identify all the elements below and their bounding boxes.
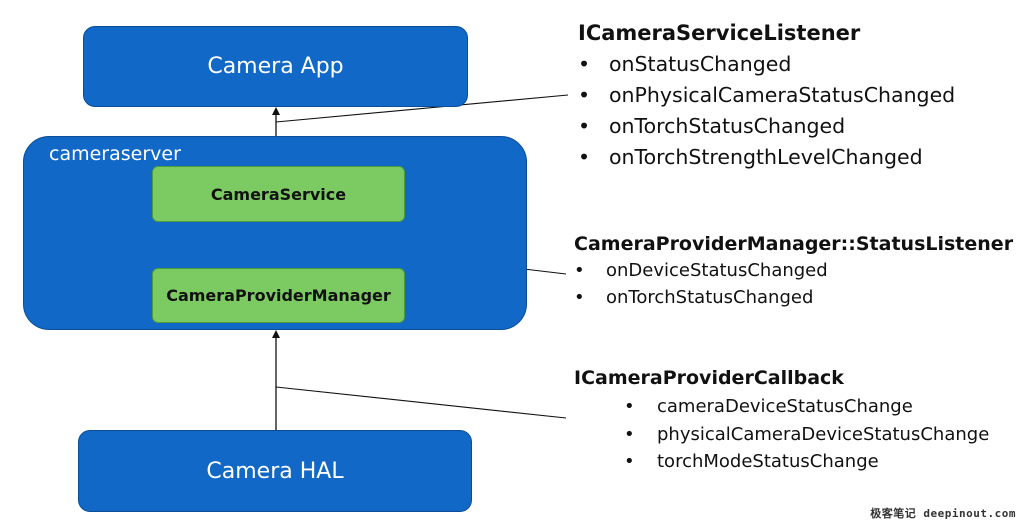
- list-item: onTorchStrengthLevelChanged: [578, 142, 955, 173]
- list-item: torchModeStatusChange: [624, 448, 989, 476]
- cameraserver-label: cameraserver: [49, 143, 181, 165]
- list-item: onDeviceStatusChanged: [574, 257, 1013, 284]
- list-item: cameraDeviceStatusChange: [624, 393, 989, 421]
- list-item: physicalCameraDeviceStatusChange: [624, 421, 989, 449]
- status-listener-panel: CameraProviderManager::StatusListener on…: [574, 232, 1013, 311]
- leader-provider-callback: [275, 386, 567, 419]
- provider-callback-title: ICameraProviderCallback: [574, 367, 844, 389]
- list-item: onTorchStatusChanged: [574, 284, 1013, 311]
- camera-app-label: Camera App: [207, 54, 344, 79]
- status-listener-list: onDeviceStatusChanged onTorchStatusChang…: [574, 257, 1013, 311]
- camera-service-label: CameraService: [210, 184, 347, 204]
- camera-hal-box: Camera HAL: [78, 430, 472, 512]
- leader-service-listener: [275, 94, 569, 123]
- camera-app-box: Camera App: [83, 26, 468, 107]
- provider-callback-list: cameraDeviceStatusChange physicalCameraD…: [624, 393, 989, 476]
- camera-provider-manager-label: CameraProviderManager: [166, 286, 391, 305]
- service-listener-panel: ICameraServiceListener onStatusChanged o…: [578, 20, 955, 173]
- service-listener-title: ICameraServiceListener: [578, 21, 861, 45]
- watermark: 极客笔记 deepinout.com: [870, 507, 1016, 520]
- status-listener-title: CameraProviderManager::StatusListener: [574, 233, 1014, 255]
- list-item: onStatusChanged: [578, 49, 955, 80]
- camera-hal-label: Camera HAL: [206, 458, 344, 484]
- list-item: onPhysicalCameraStatusChanged: [578, 80, 955, 111]
- camera-service-box: CameraService: [152, 166, 405, 222]
- list-item: onTorchStatusChanged: [578, 111, 955, 142]
- provider-callback-panel: ICameraProviderCallback cameraDeviceStat…: [574, 366, 989, 476]
- service-listener-list: onStatusChanged onPhysicalCameraStatusCh…: [578, 49, 955, 173]
- camera-provider-manager-box: CameraProviderManager: [152, 268, 405, 323]
